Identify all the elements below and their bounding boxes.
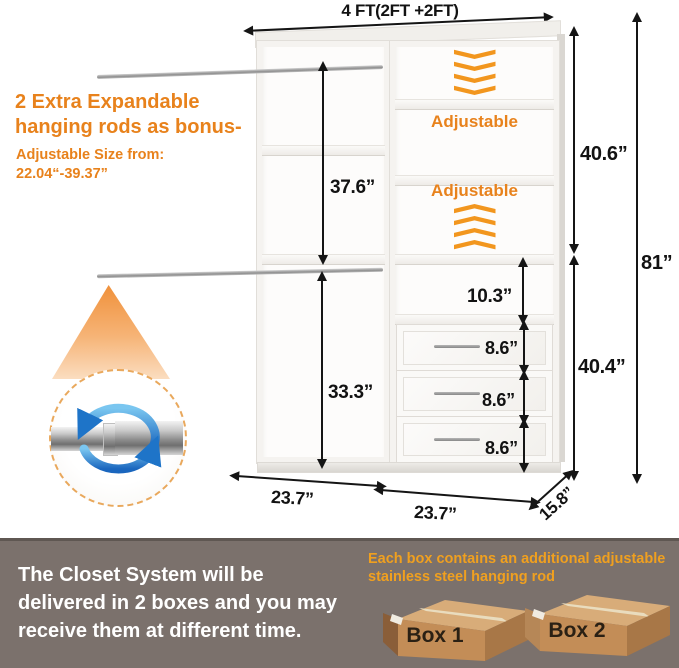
dim-label-hang-top: 37.6” (330, 177, 375, 198)
dim-label-open-shelf: 10.3” (467, 286, 512, 307)
dim-arrow-width-right (382, 489, 532, 504)
dim-arrow-width-left (238, 475, 378, 488)
adjustable-label-top: Adjustable (431, 112, 518, 131)
dim-arrow-total-height (636, 21, 639, 475)
drawer-1 (396, 324, 553, 372)
rotate-arrows-icon (77, 403, 162, 474)
closet-right-side (557, 34, 565, 462)
box-1-label: Box 1 (406, 624, 464, 647)
dim-arrow-drawer-3 (523, 427, 526, 464)
top-width-label: 4 FT(2FT +2FT) (341, 1, 459, 20)
promo-subheading-line1: Adjustable Size from: (16, 147, 165, 163)
dim-label-hang-bottom: 33.3” (328, 382, 373, 403)
dim-arrow-right-upper (573, 35, 576, 245)
delivery-note: The Closet System will be delivered in 2… (18, 561, 337, 645)
dim-label-total-height: 81” (641, 252, 673, 274)
drawer-handle (434, 345, 480, 348)
dim-label-right-upper: 40.6” (580, 143, 628, 165)
cardboard-box-icon (525, 595, 670, 656)
closet-base (257, 462, 561, 473)
dim-arrow-hang-bottom (321, 280, 324, 460)
box-1-illustration: Box 1 (376, 598, 530, 668)
promo-heading: 2 Extra Expandable hanging rods as bonus… (15, 90, 242, 140)
zoom-highlight-cone (52, 285, 170, 379)
drawer-3 (396, 416, 553, 463)
promo-heading-line1: 2 Extra Expandable (15, 91, 200, 113)
dim-label-right-lower: 40.4” (578, 356, 626, 378)
dim-label-drawer-2: 8.6” (482, 390, 515, 410)
dim-label-width-right: 23.7” (413, 501, 458, 525)
cardboard-box-icon (383, 600, 528, 661)
dim-label-drawer-1: 8.6” (485, 338, 518, 358)
delivery-line1: The Closet System will be (18, 564, 264, 586)
box-2-illustration: Box 2 (518, 593, 672, 663)
box-2-label: Box 2 (548, 619, 606, 642)
shelf (395, 175, 554, 186)
dim-arrow-drawer-1 (523, 329, 526, 366)
drawer-handle (434, 438, 480, 441)
chevron-down-icon (390, 48, 559, 95)
rod-bonus-note-line1: Each box contains an additional adjustab… (368, 551, 666, 567)
shelf (395, 99, 554, 110)
dim-label-width-left: 23.7” (270, 486, 315, 510)
dim-label-drawer-3: 8.6” (485, 438, 518, 458)
adjustable-label-bottom: Adjustable (431, 181, 518, 200)
drawer-2 (396, 370, 553, 418)
dim-arrow-open-shelf (522, 266, 525, 316)
delivery-banner: The Closet System will be delivered in 2… (0, 538, 679, 668)
delivery-line2: delivered in 2 boxes and you may (18, 592, 338, 614)
dim-arrow-right-lower (573, 264, 576, 472)
drawer-handle (434, 392, 480, 395)
chevron-up-icon (390, 204, 559, 251)
dim-arrow-hang-top (322, 70, 325, 256)
promo-subheading: Adjustable Size from: 22.04“-39.37” (16, 146, 164, 184)
closet-right-tower: Adjustable Adjustable (389, 40, 560, 464)
rod-bonus-note: Each box contains an additional adjustab… (368, 550, 665, 586)
delivery-line3: receive them at different time. (18, 620, 302, 642)
dim-arrow-drawer-2 (523, 379, 526, 416)
closet-illustration: Adjustable Adjustable (255, 20, 565, 473)
shelf (395, 254, 554, 265)
promo-subheading-line2: 22.04“-39.37” (16, 166, 108, 182)
rod-zoom-circle (49, 369, 187, 507)
rod-bonus-note-line2: stainless steel hanging rod (368, 569, 555, 585)
dim-label-depth: 15.8” (535, 483, 578, 525)
promo-heading-line2: hanging rods as bonus- (15, 116, 242, 138)
